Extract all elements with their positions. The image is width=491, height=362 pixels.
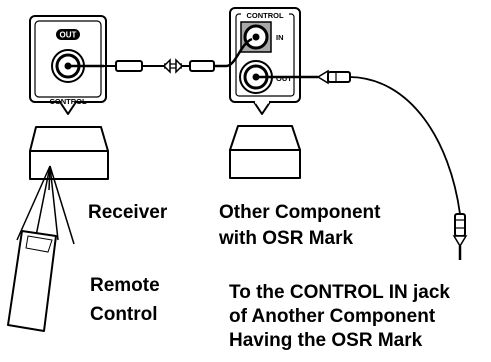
component-in-label: IN: [276, 33, 284, 42]
to-control-in-line-2: of Another Component: [229, 306, 436, 327]
receiver-out-label: OUT: [60, 31, 77, 40]
component-out-label: OUT: [276, 74, 292, 83]
receiver-control-panel: OUT CONTROL: [29, 15, 107, 115]
other-component-label: Other Component with OSR Mark: [218, 202, 386, 249]
component-control-panel: CONTROL IN OUT: [229, 7, 301, 115]
remote-label-line-1: Remote: [90, 275, 160, 296]
remote-control-label: Remote Control: [90, 275, 165, 325]
receiver-control-out-jack: [51, 49, 85, 83]
receiver-out-badge: [56, 29, 80, 40]
receiver-unit: [29, 126, 109, 180]
receiver-control-label: CONTROL: [49, 97, 86, 106]
out-to-next-component-cable: [258, 69, 468, 260]
component-control-label: CONTROL: [246, 11, 283, 20]
other-component-line-1: Other Component: [219, 202, 381, 223]
mono-mini-plug-cable: [70, 37, 253, 74]
receiver-label: Receiver: [88, 202, 168, 223]
component-control-in-jack: [240, 21, 272, 53]
other-component-line-2: with OSR Mark: [218, 228, 354, 249]
to-control-in-label: To the CONTROL IN jack of Another Compon…: [229, 282, 455, 351]
to-control-in-line-3: Having the OSR Mark: [229, 330, 423, 351]
other-component-unit: [229, 125, 301, 179]
remote-control: [7, 230, 57, 332]
to-control-in-line-1: To the CONTROL IN jack: [229, 282, 450, 303]
remote-label-line-2: Control: [90, 304, 158, 325]
